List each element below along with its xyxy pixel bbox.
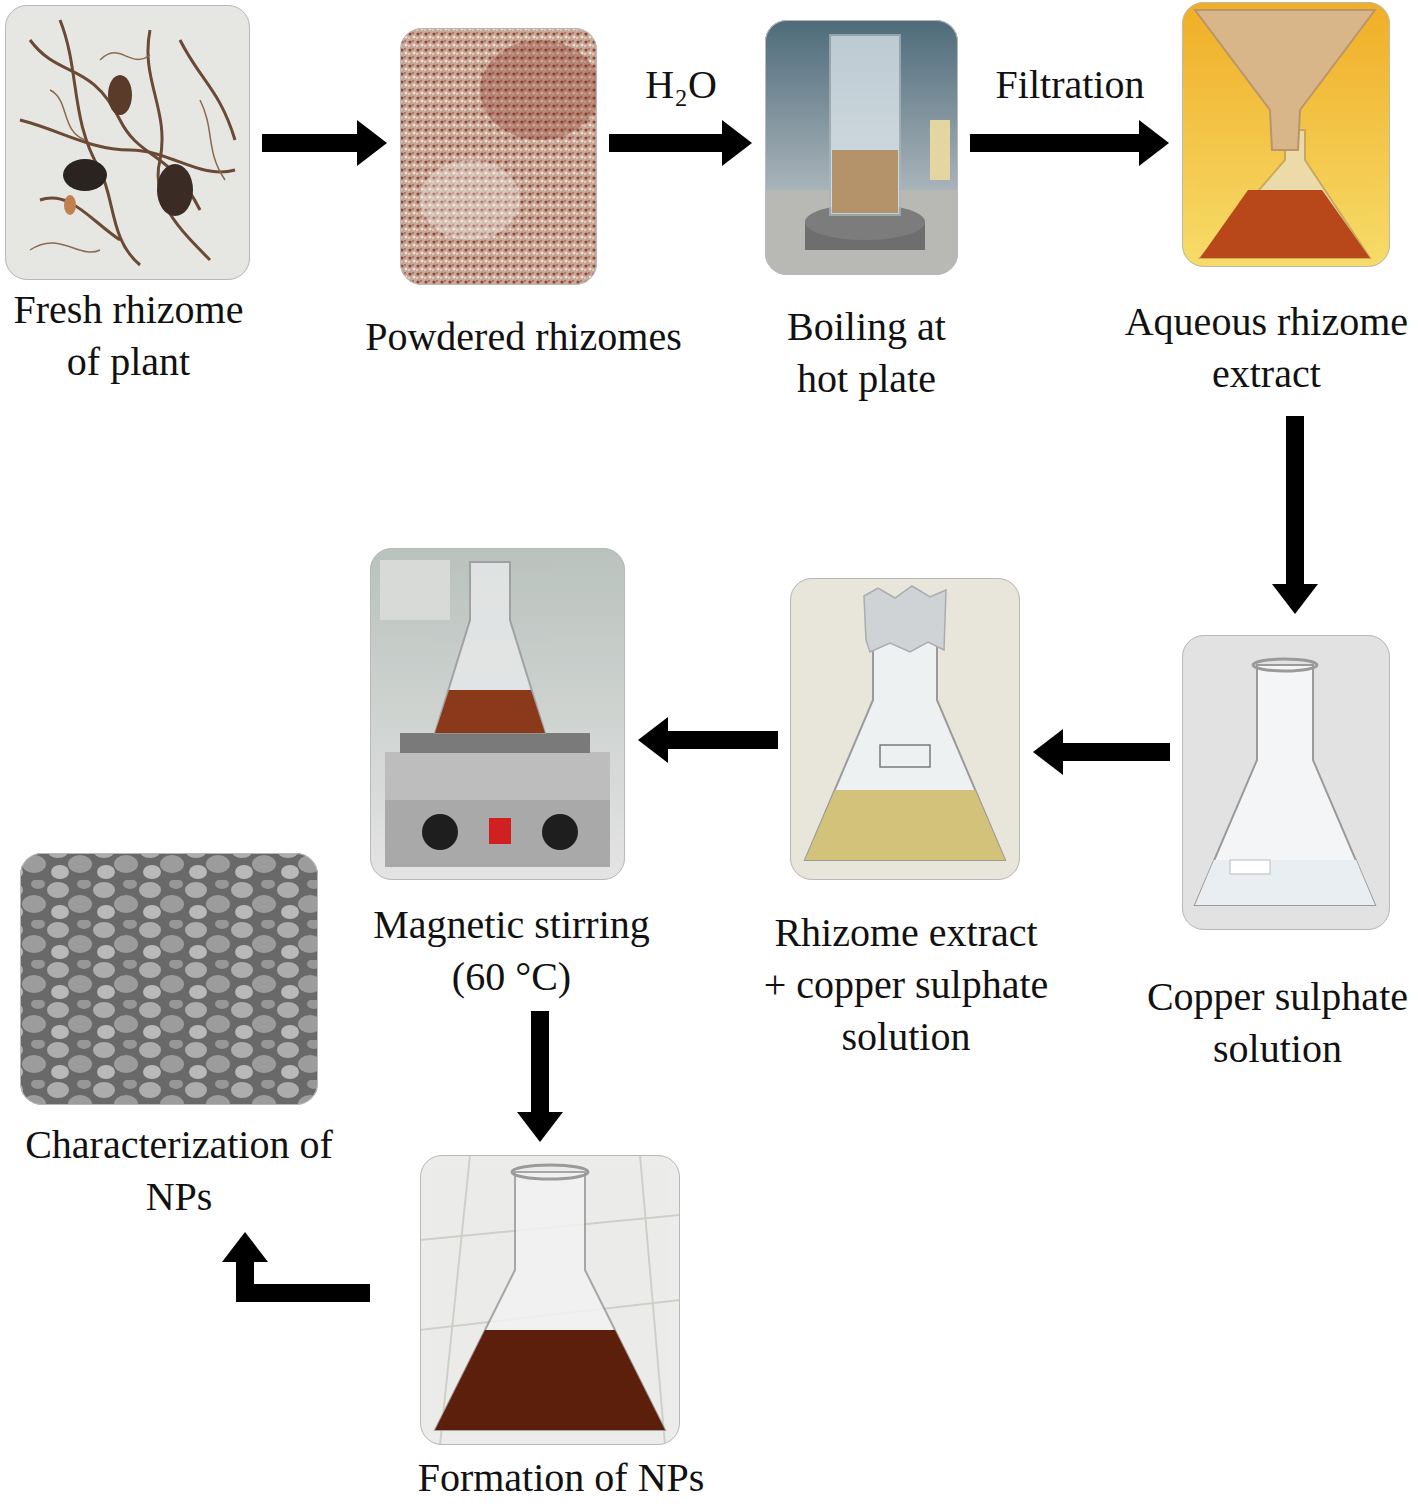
stirring-photo-part bbox=[385, 800, 610, 867]
photo-step: Magnetic stirring (60 °C) bbox=[370, 548, 625, 880]
rhizome-photo-part-part bbox=[148, 30, 210, 260]
process-arrow bbox=[609, 134, 723, 152]
stirring-photo-part bbox=[385, 752, 610, 867]
process-arrow bbox=[531, 1011, 549, 1113]
stirring-photo-part bbox=[370, 548, 625, 880]
rhizome-photo-part bbox=[64, 195, 76, 215]
nanoparticle-flask-photo-part bbox=[512, 1165, 588, 1179]
copper-flask-photo-part bbox=[1195, 860, 1375, 905]
stirring-photo-part bbox=[400, 733, 590, 753]
sem-image bbox=[20, 853, 318, 1105]
boiling-photo-part bbox=[765, 20, 958, 275]
sem-image-part bbox=[20, 853, 318, 1105]
photo-step: Characterization of NPs bbox=[20, 853, 318, 1105]
powder-photo-part bbox=[420, 160, 520, 240]
copper-flask-photo-part bbox=[1230, 860, 1270, 874]
process-arrow bbox=[1062, 743, 1170, 761]
step-caption: Characterization of NPs bbox=[9, 1119, 349, 1223]
step-caption: Rhizome extract + copper sulphate soluti… bbox=[761, 907, 1051, 1063]
stirring-photo-part bbox=[422, 814, 458, 850]
rhizome-photo-part bbox=[5, 5, 250, 280]
rhizome-photo-part bbox=[20, 20, 235, 265]
step-caption: Boiling at hot plate bbox=[772, 301, 962, 405]
step-caption: Powdered rhizomes bbox=[314, 311, 734, 363]
copper-flask-photo bbox=[1182, 635, 1390, 930]
step-caption-block: Fresh rhizome of plant bbox=[1, 284, 256, 388]
rhizome-photo-part-part bbox=[50, 90, 85, 140]
step-caption-block: Characterization of NPs bbox=[9, 1119, 349, 1223]
rhizome-photo-part bbox=[157, 164, 193, 216]
photo-step: Aqueous rhizome extract bbox=[1182, 2, 1390, 267]
arrow-label: H₂O bbox=[645, 61, 717, 109]
process-arrow bbox=[667, 731, 778, 749]
step-caption-block: Boiling at hot plate bbox=[772, 301, 962, 405]
step-caption: Copper sulphate solution bbox=[1132, 971, 1418, 1075]
photo-step: Fresh rhizome of plant bbox=[5, 5, 250, 280]
arrow-label: Filtration bbox=[996, 61, 1145, 109]
copper-flask-photo-part bbox=[1195, 665, 1375, 905]
nanoparticle-flask-photo-part bbox=[420, 1155, 680, 1445]
photo-step: Formation of NPs bbox=[420, 1155, 680, 1445]
step-caption-block: Aqueous rhizome extract bbox=[1114, 296, 1418, 400]
step-caption: Fresh rhizome of plant bbox=[1, 284, 256, 388]
copper-flask-photo-part bbox=[1182, 635, 1390, 930]
boiling-photo bbox=[765, 20, 958, 275]
rhizome-photo-part bbox=[108, 75, 132, 115]
step-caption-block: Rhizome extract + copper sulphate soluti… bbox=[761, 907, 1051, 1063]
powder-photo-part bbox=[480, 40, 597, 140]
mixture-flask-photo-part bbox=[790, 578, 1020, 880]
process-arrow bbox=[245, 1261, 370, 1293]
stirring-photo-part bbox=[435, 690, 545, 733]
process-arrow bbox=[970, 134, 1140, 152]
stirring-photo-part bbox=[380, 560, 450, 620]
photo-step: Copper sulphate solution bbox=[1182, 635, 1390, 930]
filtration-photo bbox=[1182, 2, 1390, 267]
filtration-photo-part bbox=[1200, 190, 1370, 258]
stirring-photo-part bbox=[542, 814, 578, 850]
nanoparticle-flask-photo-part bbox=[435, 1330, 665, 1430]
stirring-photo-part bbox=[489, 818, 511, 844]
photo-step: Boiling at hot plate bbox=[765, 20, 958, 275]
boiling-photo-part bbox=[832, 150, 898, 213]
rhizome-photo-part-part bbox=[30, 243, 100, 252]
mixture-flask-photo-part bbox=[805, 790, 1005, 860]
step-caption: Formation of NPs bbox=[351, 1452, 771, 1504]
stirring-photo bbox=[370, 548, 625, 880]
nanoparticle-flask-photo-part bbox=[435, 1172, 665, 1430]
sem-image-part bbox=[20, 853, 318, 1105]
boiling-photo-part bbox=[830, 35, 900, 215]
rhizome-photo-part bbox=[30, 53, 225, 252]
mixture-flask-photo-part bbox=[864, 586, 946, 652]
filtration-photo-part bbox=[1195, 10, 1375, 150]
process-arrow bbox=[1286, 416, 1304, 585]
step-caption-block: Magnetic stirring (60 °C) bbox=[352, 899, 672, 1003]
copper-flask-photo-part bbox=[1253, 659, 1317, 671]
photo-step: Rhizome extract + copper sulphate soluti… bbox=[790, 578, 1020, 880]
process-arrow bbox=[262, 134, 358, 152]
rhizome-photo-part-part bbox=[20, 120, 235, 172]
mixture-flask-photo-part bbox=[880, 745, 930, 767]
rhizome-photo bbox=[5, 5, 250, 280]
rhizome-photo-part-part bbox=[40, 198, 120, 240]
rhizome-photo-part bbox=[63, 159, 107, 191]
rhizome-photo-part-part bbox=[200, 100, 225, 180]
rhizome-photo-part-part bbox=[100, 53, 150, 60]
filtration-photo-part bbox=[1182, 2, 1390, 267]
nanoparticle-flask-photo bbox=[420, 1155, 680, 1445]
step-caption-block: Formation of NPs bbox=[351, 1452, 771, 1504]
nanoparticle-flask-photo-part bbox=[420, 1155, 680, 1445]
stirring-photo-part bbox=[435, 562, 545, 733]
powder-photo bbox=[400, 28, 597, 285]
step-caption: Magnetic stirring (60 °C) bbox=[352, 899, 672, 1003]
mixture-flask-photo bbox=[790, 578, 1020, 880]
step-caption-block: Powdered rhizomes bbox=[314, 311, 734, 363]
step-caption-block: Copper sulphate solution bbox=[1132, 971, 1418, 1075]
boiling-photo-part bbox=[930, 120, 950, 180]
photo-step: Powdered rhizomes bbox=[400, 28, 597, 285]
step-caption: Aqueous rhizome extract bbox=[1114, 296, 1418, 400]
